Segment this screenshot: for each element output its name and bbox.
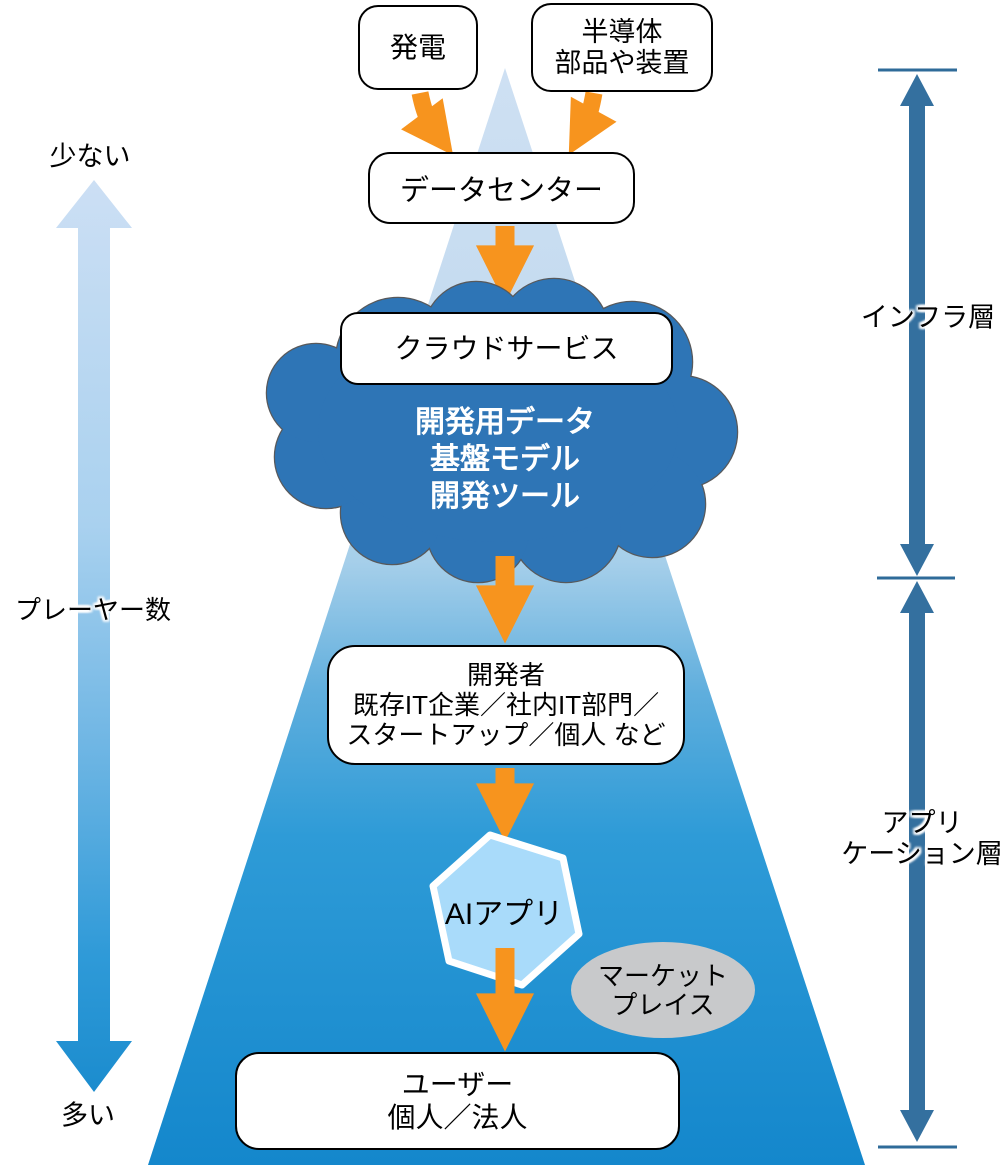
application-layer-label: アプリ ケーション層 xyxy=(841,808,1000,870)
marketplace-ellipse xyxy=(571,942,755,1038)
semiconductor-label-line2: 部品や装置 xyxy=(554,47,690,78)
power-to-datacenter-arrow xyxy=(401,91,454,156)
cloud-content-line3: 開発ツール xyxy=(430,480,580,513)
cloud-service-label: クラウドサービス xyxy=(394,333,619,364)
datacenter-box: データセンター xyxy=(368,152,635,224)
player-count-label: プレーヤー数 xyxy=(14,595,172,625)
semiconductor-box: 半導体 部品や装置 xyxy=(531,3,713,92)
aiapp-label: AIアプリ xyxy=(444,898,564,931)
marketplace-label-line1: マーケット xyxy=(597,961,729,991)
power-box: 発電 xyxy=(358,5,478,90)
cloud-content: 開発用データ 基盤モデル 開発ツール xyxy=(330,404,680,515)
cloud-content-line1: 開発用データ xyxy=(415,406,595,439)
infra-layer-label: インフラ層 xyxy=(860,302,996,333)
infra-layer-arrow xyxy=(900,74,934,576)
semiconductor-label-line1: 半導体 xyxy=(581,16,663,47)
application-layer-arrow xyxy=(900,581,934,1142)
power-label: 発電 xyxy=(389,32,446,63)
marketplace-label-line2: プレイス xyxy=(611,990,715,1020)
cloud-service-box: クラウドサービス xyxy=(340,312,673,385)
developers-label-line3: スタートアップ／個人 など xyxy=(346,720,666,750)
many-label: 多い xyxy=(61,1100,115,1131)
aiapp-hexagon xyxy=(429,831,583,989)
developers-box: 開発者 既存IT企業／社内IT部門／ スタートアップ／個人 など xyxy=(327,645,685,765)
application-layer-label-line2: ケーション層 xyxy=(841,839,1000,869)
marketplace-label: マーケット プレイス xyxy=(598,962,728,1020)
application-layer-label-line1: アプリ xyxy=(881,808,963,838)
few-label: 少ない xyxy=(49,141,131,172)
semiconductor-to-datacenter-arrow xyxy=(568,91,617,155)
developers-label-line1: 開発者 xyxy=(466,660,545,690)
developers-label-line2: 既存IT企業／社内IT部門／ xyxy=(352,690,660,720)
player-count-axis-arrow xyxy=(56,180,132,1092)
cloud-content-line2: 基盤モデル xyxy=(430,443,580,476)
datacenter-label: データセンター xyxy=(399,175,603,207)
users-label-line2: 個人／法人 xyxy=(387,1102,528,1133)
users-box: ユーザー 個人／法人 xyxy=(235,1052,680,1150)
users-label-line1: ユーザー xyxy=(401,1069,514,1100)
